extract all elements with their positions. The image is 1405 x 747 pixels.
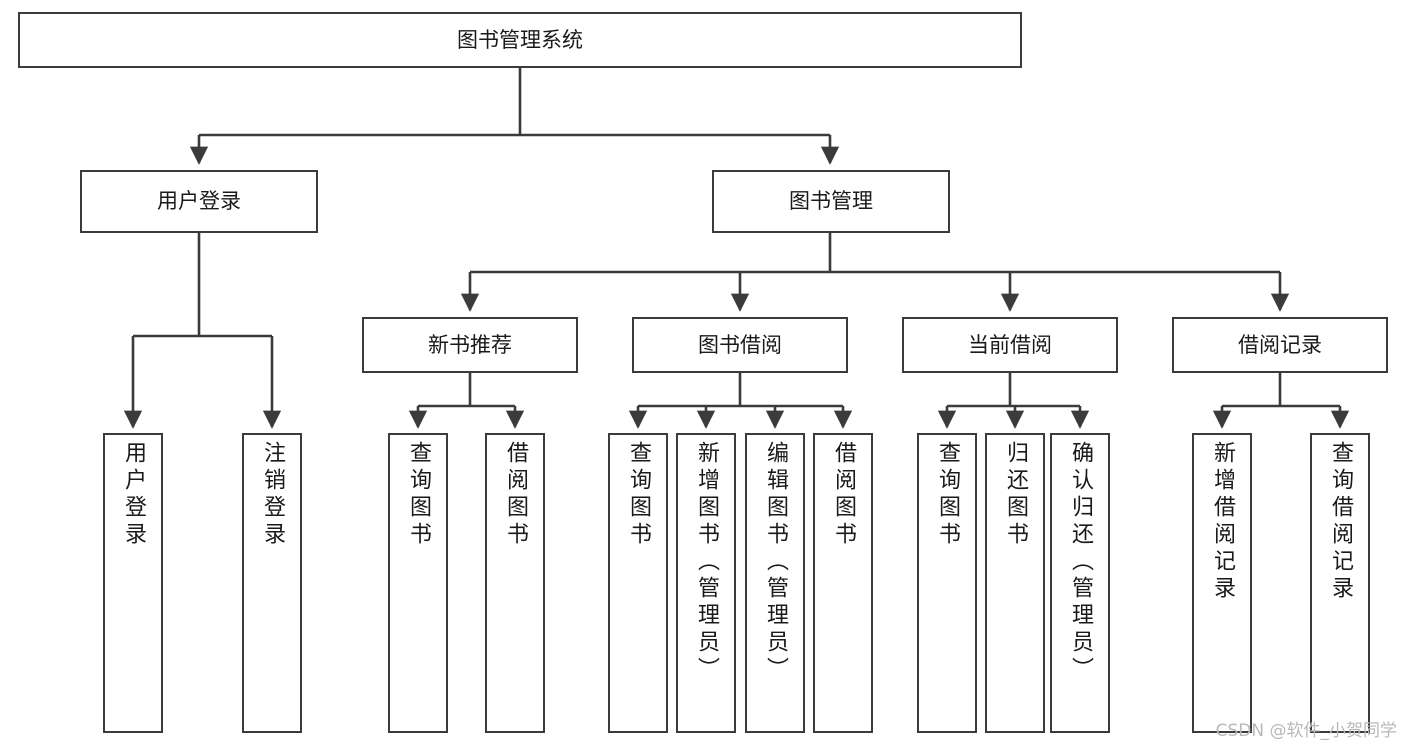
node-label: 图书借阅 <box>698 332 782 357</box>
watermark-text: CSDN @软件_小贺同学 <box>1215 721 1397 741</box>
node-label: 查询图书 <box>626 441 651 549</box>
node-label: 当前借阅 <box>968 332 1052 357</box>
node-label: 借阅图书 <box>831 441 856 549</box>
node-root-book-management-system[interactable]: 图书管理系统 <box>18 12 1022 68</box>
node-borrow-record[interactable]: 借阅记录 <box>1172 317 1388 373</box>
leaf-user-login-login[interactable]: 用户登录 <box>103 433 163 733</box>
leaf-book-borrow-add-book-admin[interactable]: 新增图书（管理员） <box>676 433 736 733</box>
node-label: 确认归还（管理员） <box>1068 441 1093 684</box>
leaf-borrow-record-add-record[interactable]: 新增借阅记录 <box>1192 433 1252 733</box>
leaf-new-book-borrow-book[interactable]: 借阅图书 <box>485 433 545 733</box>
node-user-login[interactable]: 用户登录 <box>80 170 318 233</box>
node-book-borrow[interactable]: 图书借阅 <box>632 317 848 373</box>
leaf-borrow-record-query-record[interactable]: 查询借阅记录 <box>1310 433 1370 733</box>
node-current-borrow[interactable]: 当前借阅 <box>902 317 1118 373</box>
node-label: 新书推荐 <box>428 332 512 357</box>
node-label: 借阅记录 <box>1238 332 1322 357</box>
leaf-book-borrow-edit-book-admin[interactable]: 编辑图书（管理员） <box>745 433 805 733</box>
node-label: 查询图书 <box>406 441 431 549</box>
node-label: 归还图书 <box>1003 441 1028 549</box>
node-label: 用户登录 <box>121 441 146 549</box>
leaf-current-borrow-confirm-return-admin[interactable]: 确认归还（管理员） <box>1050 433 1110 733</box>
node-new-book-recommend[interactable]: 新书推荐 <box>362 317 578 373</box>
leaf-book-borrow-borrow-book[interactable]: 借阅图书 <box>813 433 873 733</box>
leaf-new-book-query-book[interactable]: 查询图书 <box>388 433 448 733</box>
node-label: 注销登录 <box>260 441 285 549</box>
leaf-book-borrow-query-book[interactable]: 查询图书 <box>608 433 668 733</box>
node-label: 编辑图书（管理员） <box>763 441 788 684</box>
node-label: 图书管理系统 <box>457 27 583 52</box>
node-book-management[interactable]: 图书管理 <box>712 170 950 233</box>
node-label: 用户登录 <box>157 189 241 214</box>
leaf-current-borrow-query-book[interactable]: 查询图书 <box>917 433 977 733</box>
node-label: 借阅图书 <box>503 441 528 549</box>
node-label: 查询图书 <box>935 441 960 549</box>
leaf-current-borrow-return-book[interactable]: 归还图书 <box>985 433 1045 733</box>
node-label: 图书管理 <box>789 189 873 214</box>
node-label: 查询借阅记录 <box>1328 441 1353 603</box>
node-label: 新增图书（管理员） <box>694 441 719 684</box>
leaf-user-login-logout[interactable]: 注销登录 <box>242 433 302 733</box>
node-label: 新增借阅记录 <box>1210 441 1235 603</box>
